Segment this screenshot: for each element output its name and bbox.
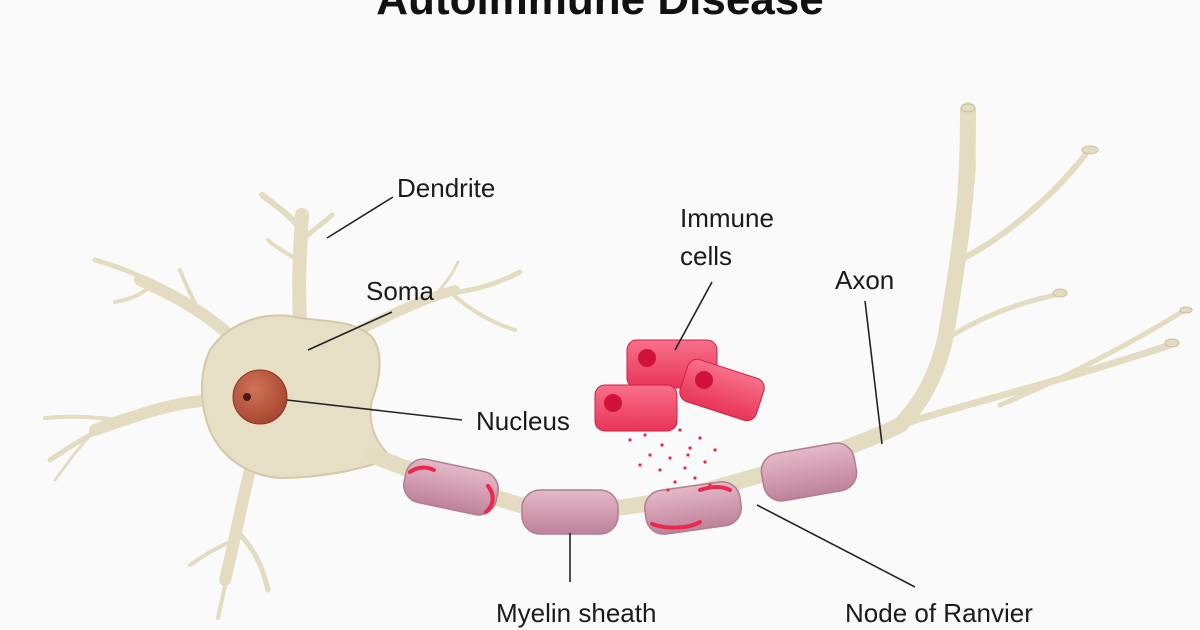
dendrites — [43, 192, 523, 620]
immune-cells-label-line1: Immune — [680, 203, 774, 233]
soma-leader-line — [307, 311, 393, 351]
leader-lines — [286, 196, 916, 588]
axon-leader-line — [864, 300, 883, 445]
axon-terminals — [960, 103, 1193, 348]
myelin-segments — [403, 442, 858, 535]
myelin-sheath-label: Myelin sheath — [496, 598, 657, 628]
dendrite-label: Dendrite — [397, 173, 496, 203]
myelin-segment — [760, 442, 858, 502]
myelin-segment — [521, 489, 619, 535]
immune-cells-leader-line — [674, 281, 713, 351]
immune-cells-group — [594, 339, 765, 432]
dendrite-leader-line — [326, 196, 394, 239]
node-of-ranvier-leader-line — [756, 504, 916, 588]
page-title: Autoimmune Disease — [0, 0, 1200, 26]
nucleolus-shape — [243, 393, 251, 401]
myelin-segment — [403, 458, 499, 516]
axon — [364, 102, 1188, 518]
soma-label: Soma — [366, 276, 434, 306]
axon-label: Axon — [835, 265, 895, 295]
immune-cells-label-line2: cells — [680, 241, 733, 271]
myelin-segment — [643, 481, 743, 535]
nucleus-label: Nucleus — [476, 406, 570, 436]
soma-body — [201, 314, 394, 480]
immune-particles — [628, 428, 717, 492]
immune-cell — [679, 358, 765, 422]
myelin-damage — [408, 465, 732, 530]
nucleus-leader-line — [286, 399, 463, 421]
node-of-ranvier-label: Node of Ranvier — [845, 598, 1033, 628]
nucleus-shape — [232, 369, 288, 425]
